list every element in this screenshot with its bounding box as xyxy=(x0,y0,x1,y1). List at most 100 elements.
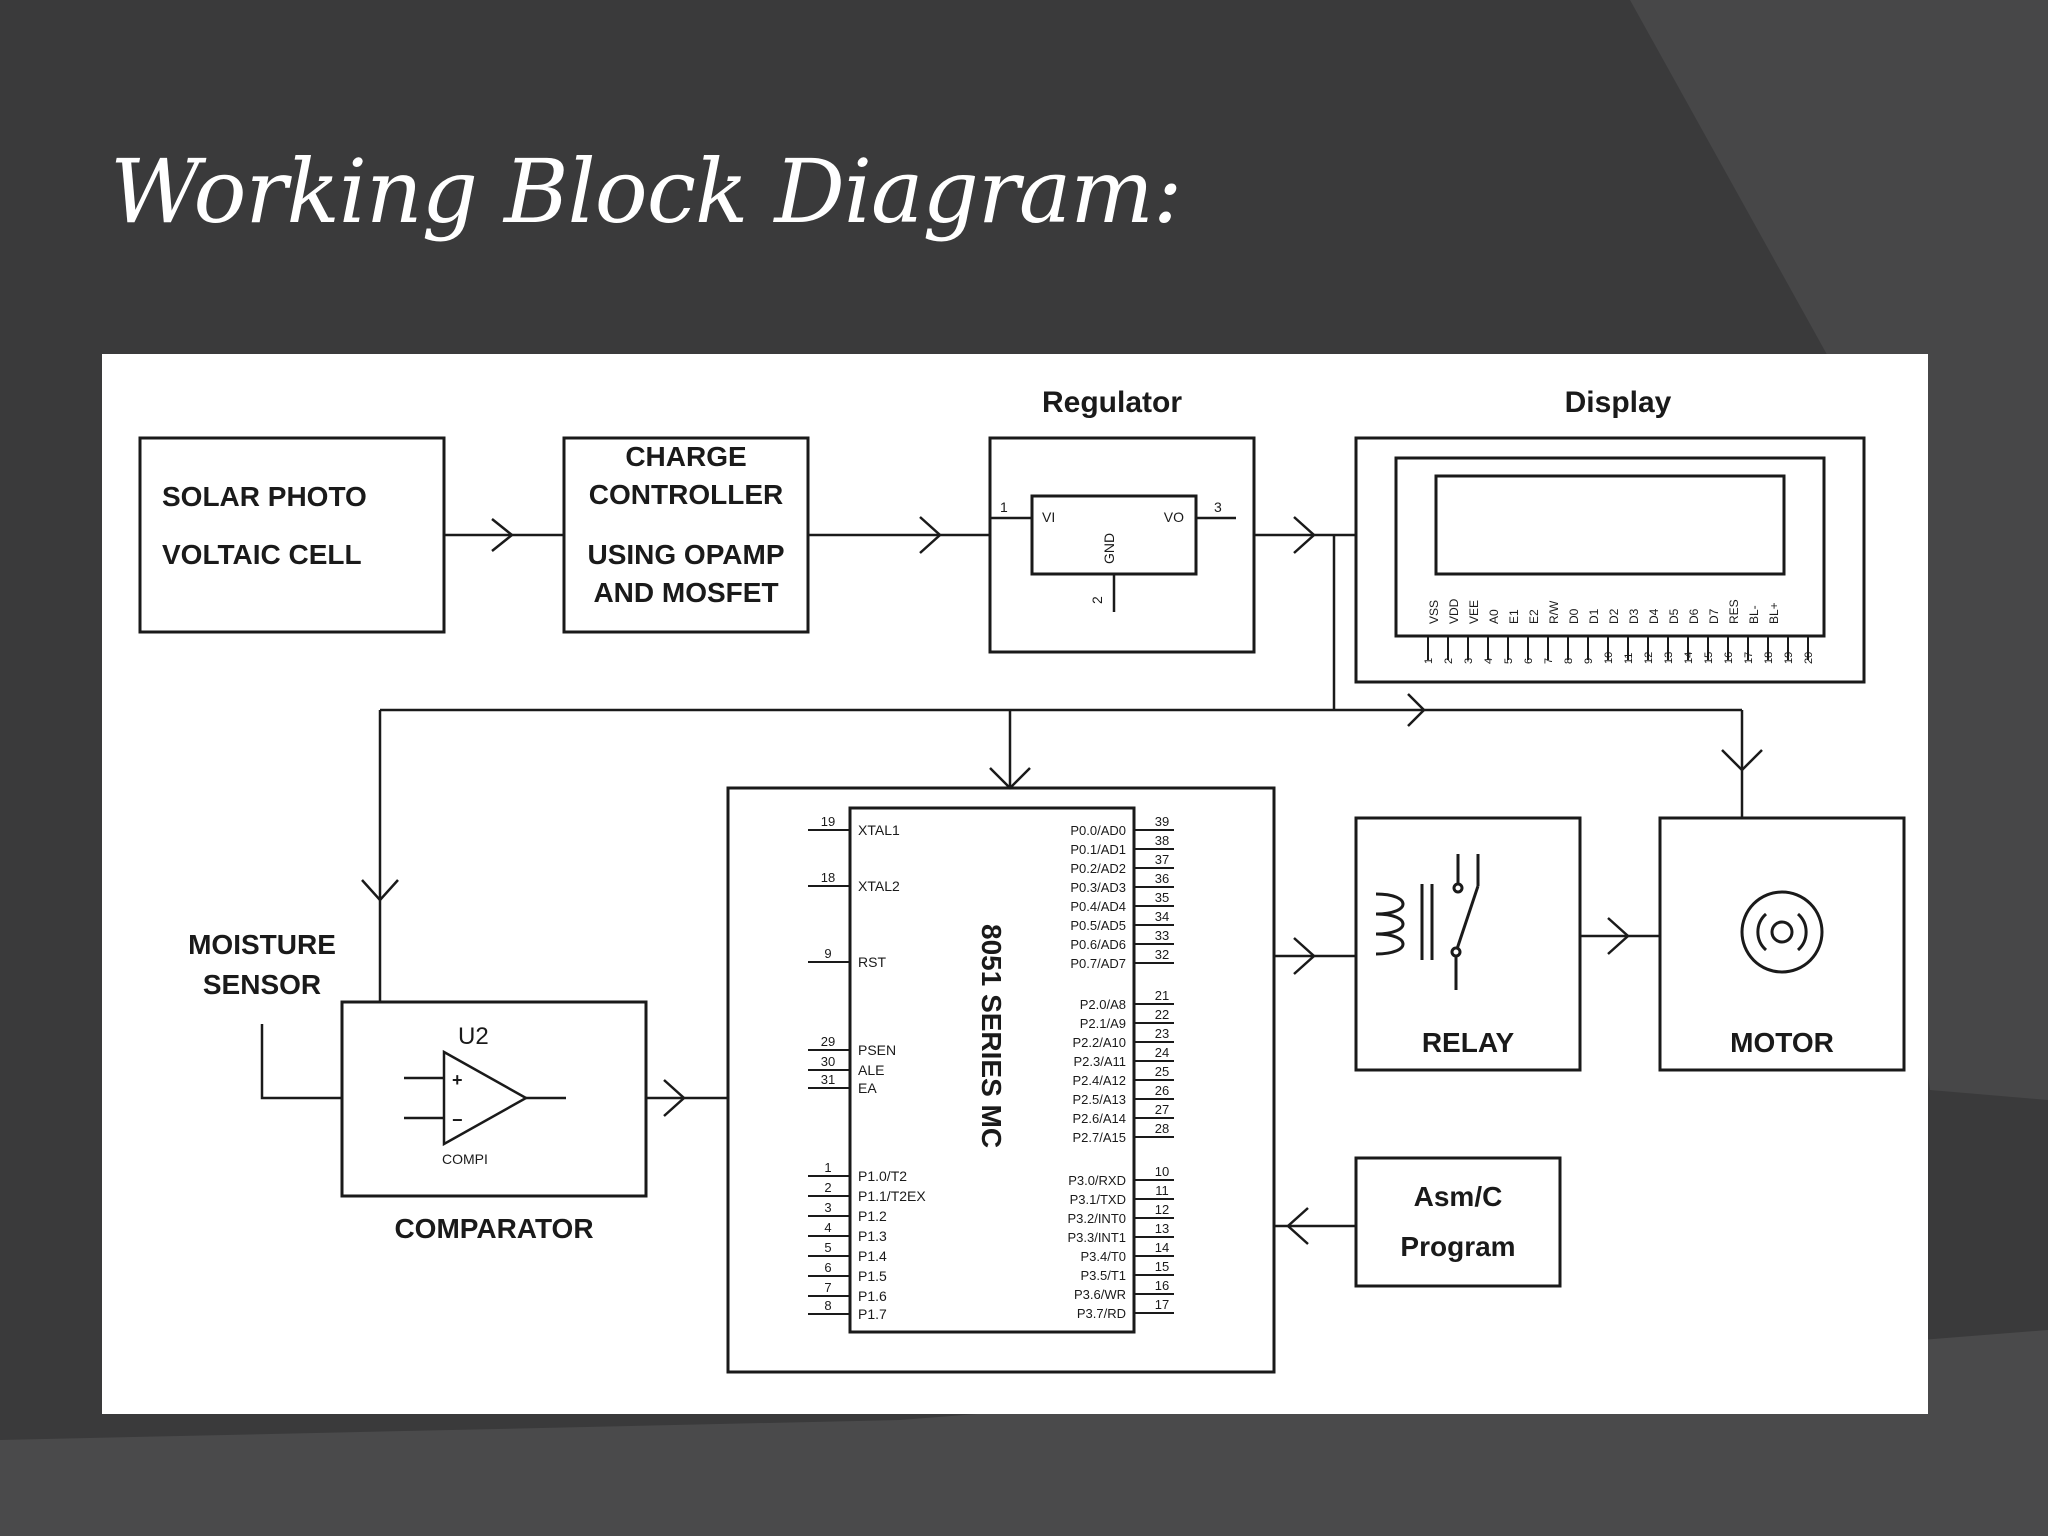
display-pin-label: D5 xyxy=(1667,608,1681,624)
mcu-right-pin-name: P3.0/RXD xyxy=(1068,1173,1126,1188)
regulator-pin-in: 1 xyxy=(1000,499,1008,515)
display-pin-number: 5 xyxy=(1503,658,1515,664)
mcu-right-pin-name: P0.6/AD6 xyxy=(1070,937,1126,952)
display-pin-number: 2 xyxy=(1443,658,1455,664)
display-pin-number: 6 xyxy=(1523,658,1535,664)
display-pin-label: BL- xyxy=(1747,605,1761,624)
mcu-right-pin-name: P3.7/RD xyxy=(1077,1306,1126,1321)
display-pin-label: E1 xyxy=(1507,609,1521,624)
mcu-left-pin-number: 2 xyxy=(824,1180,831,1195)
mcu-left-pin-name: ALE xyxy=(858,1062,884,1078)
display-screen xyxy=(1434,474,1786,576)
mcu-left-pin-name: P1.0/T2 xyxy=(858,1168,907,1184)
program-block xyxy=(1354,1156,1562,1288)
display-pin-number: 16 xyxy=(1723,652,1735,664)
display-pin-label: RES xyxy=(1727,599,1741,624)
mcu-left-pin-number: 1 xyxy=(824,1160,831,1175)
comparator-ref: U2 xyxy=(458,1023,489,1050)
mcu-right-pin-name: P3.3/INT1 xyxy=(1067,1230,1126,1245)
charge-label-line4: AND MOSFET xyxy=(593,577,778,608)
display-pin-number: 7 xyxy=(1543,658,1555,664)
display-pin-number: 8 xyxy=(1563,658,1575,664)
program-label-line2: Program xyxy=(1400,1231,1515,1262)
arrow-relay-motor xyxy=(1607,917,1630,955)
display-pin-label: D3 xyxy=(1627,608,1641,624)
mcu-right-pin-number: 35 xyxy=(1155,890,1169,905)
mcu-right-pin-number: 17 xyxy=(1155,1297,1169,1312)
mcu-right-pin-number: 21 xyxy=(1155,988,1169,1003)
mcu-right-pin-number: 24 xyxy=(1155,1045,1169,1060)
mcu-right-pin-number: 15 xyxy=(1155,1259,1169,1274)
regulator-gnd-label: GND xyxy=(1101,533,1117,564)
charge-label-line1: CHARGE xyxy=(625,441,746,472)
mcu-right-pin-name: P2.0/A8 xyxy=(1080,997,1126,1012)
mcu-right-pin-name: P2.4/A12 xyxy=(1073,1073,1127,1088)
display-pin-number: 19 xyxy=(1783,652,1795,664)
display-pin-number: 3 xyxy=(1463,658,1475,664)
relay-label: RELAY xyxy=(1422,1027,1515,1058)
display-pin-label: A0 xyxy=(1487,609,1501,624)
mcu-right-pin-name: P0.4/AD4 xyxy=(1070,899,1126,914)
mcu-right-pin-name: P2.5/A13 xyxy=(1073,1092,1127,1107)
mcu-block xyxy=(726,786,1276,1374)
display-pin-label: D4 xyxy=(1647,608,1661,624)
motor-label: MOTOR xyxy=(1730,1027,1834,1058)
display-pin-number: 10 xyxy=(1603,652,1615,664)
arrow-bus-mcu xyxy=(989,767,1031,790)
slide-title: Working Block Diagram: xyxy=(110,140,1182,243)
mcu-right-pin-number: 12 xyxy=(1155,1202,1169,1217)
mcu-right-pin-number: 25 xyxy=(1155,1064,1169,1079)
display-title: Display xyxy=(1565,386,1672,419)
connection-wires xyxy=(260,516,1763,1245)
relay-coil xyxy=(1375,892,1405,956)
display-pin-label: VEE xyxy=(1467,600,1481,624)
diagram-panel: SOLAR PHOTO VOLTAIC CELL CHARGE CONTROLL… xyxy=(102,354,1928,1414)
display-pin-number: 13 xyxy=(1663,652,1675,664)
display-pin-number: 4 xyxy=(1483,658,1495,664)
mcu-left-pin-name: P1.6 xyxy=(858,1288,887,1304)
relay-terminal-1 xyxy=(1452,882,1464,894)
mcu-left-pin-name: RST xyxy=(858,954,886,970)
mcu-left-pin-name: XTAL1 xyxy=(858,822,900,838)
arrow-bus-comparator xyxy=(361,879,399,902)
display-pin-label: E2 xyxy=(1527,609,1541,624)
display-pin-number: 9 xyxy=(1583,658,1595,664)
mcu-right-pin-number: 27 xyxy=(1155,1102,1169,1117)
display-pin-number: 1 xyxy=(1423,658,1435,664)
mcu-right-pin-name: P2.2/A10 xyxy=(1073,1035,1127,1050)
mcu-right-pin-name: P2.6/A14 xyxy=(1073,1111,1127,1126)
mcu-right-pin-name: P0.3/AD3 xyxy=(1070,880,1126,895)
display-pin-label: VSS xyxy=(1427,600,1441,624)
display-pin-label: D0 xyxy=(1567,608,1581,624)
arrow-comparator-mcu xyxy=(663,1079,686,1117)
regulator-pin-out: 3 xyxy=(1214,499,1222,515)
mcu-right-pin-number: 13 xyxy=(1155,1221,1169,1236)
mcu-left-pin-number: 29 xyxy=(821,1034,835,1049)
mcu-left-pin-name: P1.1/T2EX xyxy=(858,1188,926,1204)
program-label-line1: Asm/C xyxy=(1414,1181,1503,1212)
mcu-right-pin-number: 14 xyxy=(1155,1240,1169,1255)
charge-label-line3: USING OPAMP xyxy=(587,539,784,570)
block-diagram: SOLAR PHOTO VOLTAIC CELL CHARGE CONTROLL… xyxy=(138,386,1906,1374)
display-pin-label: R/W xyxy=(1547,600,1561,624)
display-pin-label: D1 xyxy=(1587,608,1601,624)
mcu-right-pin-name: P2.3/A11 xyxy=(1073,1054,1126,1069)
mcu-left-pin-name: PSEN xyxy=(858,1042,896,1058)
mcu-left-pin-name: P1.5 xyxy=(858,1268,887,1284)
display-pin-number: 12 xyxy=(1643,652,1655,664)
mcu-left-pin-number: 5 xyxy=(824,1240,831,1255)
solar-cell-block xyxy=(138,436,446,634)
mcu-left-pin-number: 9 xyxy=(824,946,831,961)
mcu-right-pin-name: P0.5/AD5 xyxy=(1070,918,1126,933)
regulator-vo-label: VO xyxy=(1164,509,1184,525)
mcu-right-pin-number: 33 xyxy=(1155,928,1169,943)
moisture-label-line1: MOISTURE xyxy=(188,929,336,960)
arrow-regulator-display xyxy=(1293,516,1316,554)
motor-icon xyxy=(1740,890,1824,974)
relay-switch-arm xyxy=(1454,885,1480,953)
motor-arc-left xyxy=(1756,912,1768,952)
display-pin-number: 15 xyxy=(1703,652,1715,664)
motor-shaft xyxy=(1770,920,1794,944)
arrow-charge-regulator xyxy=(919,516,942,554)
